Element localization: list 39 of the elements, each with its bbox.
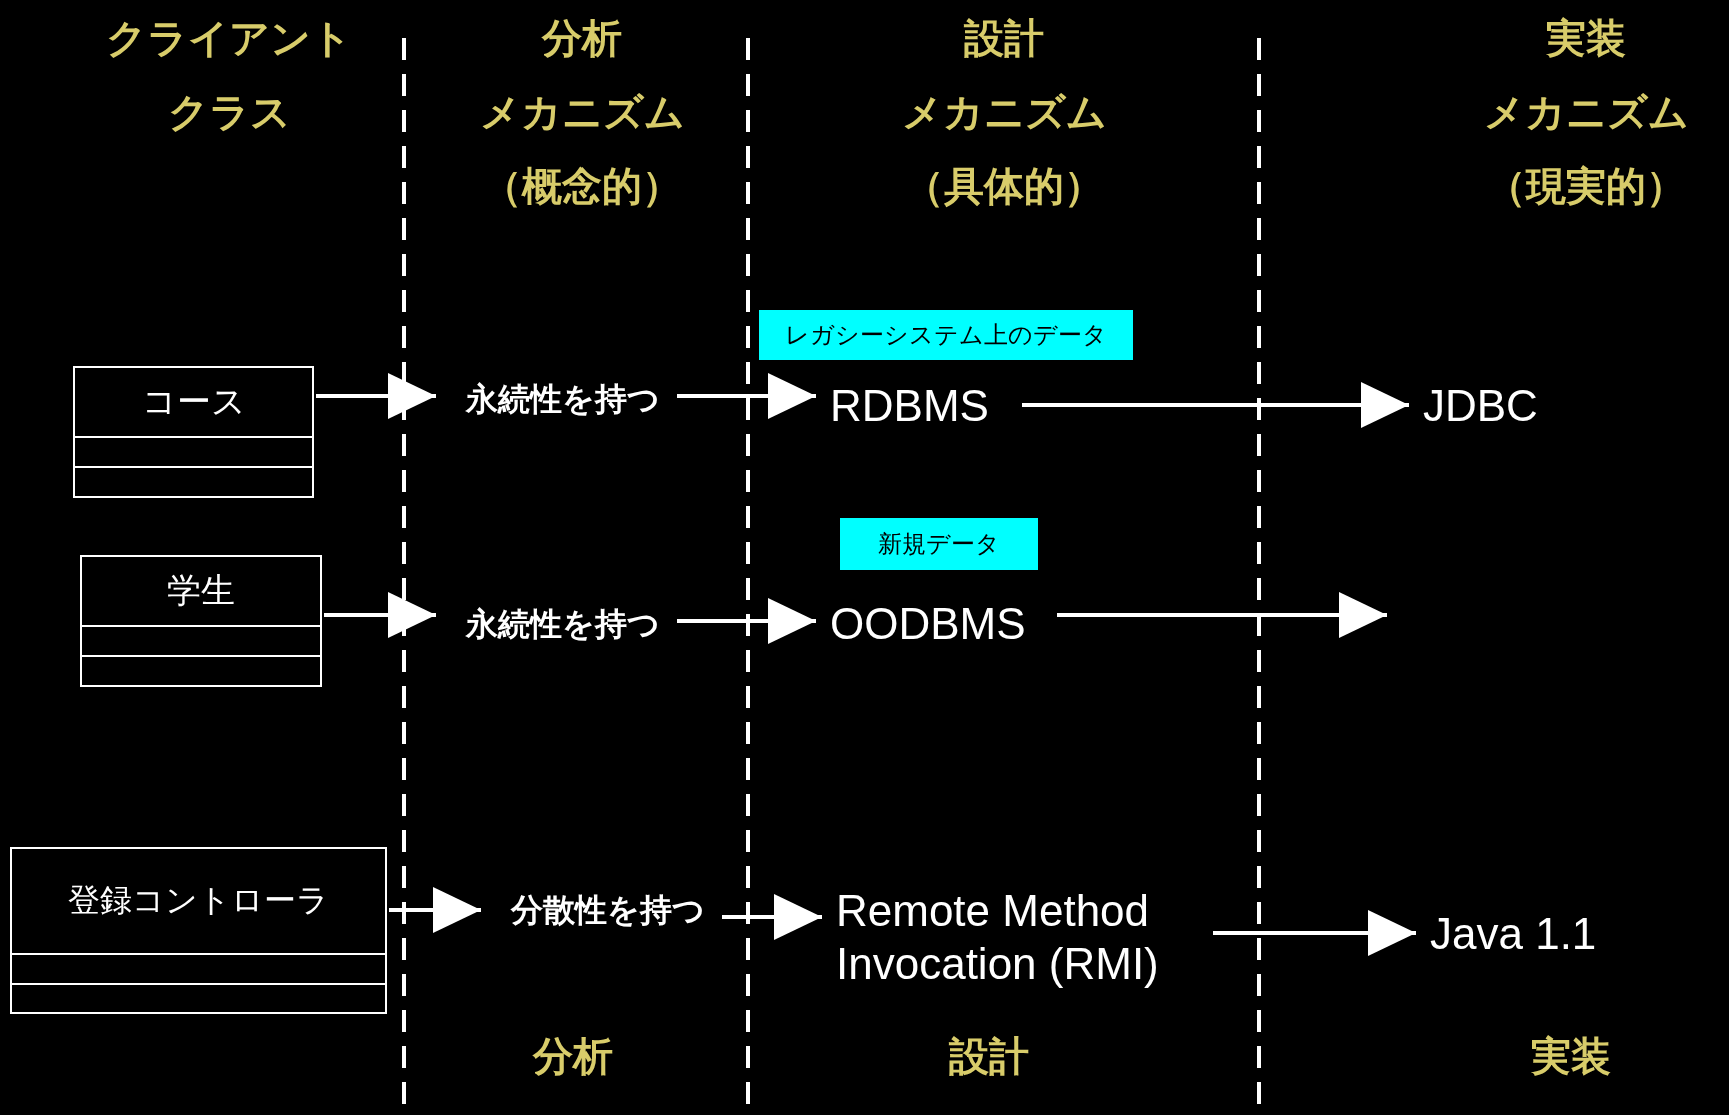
column-heading: 分析 bbox=[533, 1036, 613, 1076]
data-tag: 新規データ bbox=[840, 518, 1038, 570]
arrow bbox=[722, 894, 822, 940]
arrow bbox=[677, 373, 816, 419]
column-heading: クライアント bbox=[106, 18, 352, 58]
arrow bbox=[324, 592, 436, 638]
column-heading: クラス bbox=[167, 92, 291, 132]
mechanism-label: RDBMS bbox=[830, 378, 1020, 434]
data-tag: レガシーシステム上のデータ bbox=[759, 310, 1133, 360]
class-box bbox=[80, 555, 322, 687]
arrow bbox=[1057, 592, 1387, 638]
column-heading: （具体的） bbox=[904, 166, 1104, 206]
mechanism-label: 永続性を持つ bbox=[450, 375, 675, 423]
column-heading: 実装 bbox=[1531, 1036, 1611, 1076]
mechanism-label: 分散性を持つ bbox=[495, 886, 720, 934]
column-heading: メカニズム bbox=[479, 92, 685, 132]
class-name: コース bbox=[141, 380, 246, 423]
column-heading: （概念的） bbox=[482, 166, 682, 206]
mechanism-label: Java 1.1 bbox=[1430, 904, 1640, 964]
column-heading: （現実的） bbox=[1486, 166, 1686, 206]
arrow bbox=[389, 887, 481, 933]
mechanism-label: Remote Method Invocation (RMI) bbox=[836, 878, 1211, 998]
column-heading: メカニズム bbox=[1483, 92, 1689, 132]
class-name: 学生 bbox=[167, 569, 235, 612]
mechanism-label: OODBMS bbox=[830, 596, 1055, 652]
class-name: 登録コントローラ bbox=[68, 880, 329, 921]
column-heading: 設計 bbox=[949, 1036, 1029, 1076]
arrow bbox=[1022, 382, 1409, 428]
mechanism-label: 永続性を持つ bbox=[450, 600, 675, 648]
column-heading: メカニズム bbox=[901, 92, 1107, 132]
column-heading: 設計 bbox=[964, 18, 1044, 58]
arrow bbox=[316, 373, 436, 419]
class-box bbox=[73, 366, 314, 498]
mechanism-label: JDBC bbox=[1423, 378, 1723, 434]
column-heading: 分析 bbox=[542, 18, 622, 58]
arrow bbox=[677, 598, 816, 644]
class-box bbox=[10, 847, 387, 1014]
arrow bbox=[1213, 910, 1416, 956]
column-heading: 実装 bbox=[1546, 18, 1626, 58]
